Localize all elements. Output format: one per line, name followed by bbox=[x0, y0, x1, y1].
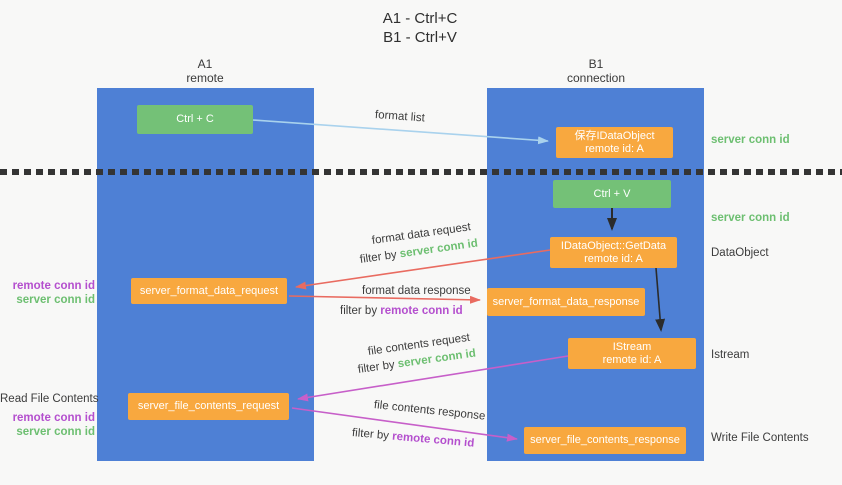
lifeline-b1-subtitle: connection bbox=[566, 71, 626, 85]
remote-conn-id-text: remote conn id bbox=[380, 305, 463, 317]
getdata-remote-id: remote id: A bbox=[584, 252, 643, 265]
file-request-node: server_file_contents_request bbox=[128, 393, 289, 420]
title-line-a1: A1 - Ctrl+C bbox=[382, 10, 458, 27]
ctrl-v-label: Ctrl + V bbox=[593, 187, 631, 200]
save-idataobject-title: 保存IDataObject bbox=[574, 129, 655, 142]
file-contents-response-label: file contents response bbox=[373, 399, 486, 423]
format-list-label: format list bbox=[374, 109, 426, 125]
filter-by-text: filter by bbox=[340, 305, 378, 317]
left-remote-conn-id-top: remote conn id bbox=[12, 280, 95, 292]
format-data-response-label: format data response bbox=[362, 285, 471, 297]
filter-by-text: filter by bbox=[359, 248, 398, 266]
left-remote-conn-id-bottom: remote conn id bbox=[12, 412, 95, 424]
istream-remote-id: remote id: A bbox=[602, 353, 662, 366]
file-response-label: server_file_contents_response bbox=[530, 434, 680, 446]
file-response-node: server_file_contents_response bbox=[524, 427, 686, 454]
ctrl-c-node: Ctrl + C bbox=[137, 105, 253, 134]
getdata-title: IDataObject::GetData bbox=[560, 239, 667, 252]
format-response-node: server_format_data_response bbox=[487, 288, 645, 316]
format-request-node: server_format_data_request bbox=[131, 278, 287, 304]
left-server-conn-id-top: server conn id bbox=[16, 294, 95, 306]
istream-node: IStream remote id: A bbox=[568, 338, 696, 369]
file-request-label: server_file_contents_request bbox=[137, 400, 280, 412]
left-server-conn-id-bottom: server conn id bbox=[16, 426, 95, 438]
ctrl-v-node: Ctrl + V bbox=[553, 180, 671, 208]
right-server-conn-id-mid: server conn id bbox=[711, 212, 790, 224]
save-idataobject-remote-id: remote id: A bbox=[585, 142, 644, 155]
read-file-contents-label: Read File Contents bbox=[0, 393, 99, 405]
dotted-divider bbox=[0, 169, 842, 175]
lifeline-header-a1: A1 remote bbox=[150, 57, 260, 85]
format-data-response-filter-label: filter by remote conn id bbox=[340, 304, 463, 318]
save-idataobject-node: 保存IDataObject remote id: A bbox=[556, 127, 673, 158]
remote-conn-id-text: remote conn id bbox=[391, 430, 475, 450]
write-file-contents-label: Write File Contents bbox=[711, 432, 809, 444]
istream-side-label: Istream bbox=[711, 349, 750, 361]
istream-title: IStream bbox=[612, 340, 652, 353]
format-request-label: server_format_data_request bbox=[139, 284, 279, 297]
filter-by-text: filter by bbox=[357, 358, 396, 376]
dataobject-label: DataObject bbox=[711, 247, 769, 259]
filter-by-text: filter by bbox=[351, 427, 390, 443]
getdata-node: IDataObject::GetData remote id: A bbox=[550, 237, 677, 268]
right-server-conn-id-top: server conn id bbox=[711, 134, 790, 146]
lifeline-a1-subtitle: remote bbox=[186, 71, 224, 85]
file-contents-response-filter-label: filter by remote conn id bbox=[351, 426, 474, 451]
lifeline-a1-name: A1 bbox=[197, 57, 213, 71]
ctrl-c-label: Ctrl + C bbox=[176, 113, 214, 125]
format-response-label: server_format_data_response bbox=[492, 295, 640, 308]
lifeline-b1-name: B1 bbox=[588, 57, 604, 71]
diagram-title: A1 - Ctrl+C B1 - Ctrl+V bbox=[320, 9, 520, 47]
lifeline-header-b1: B1 connection bbox=[541, 57, 651, 85]
title-line-b1: B1 - Ctrl+V bbox=[383, 29, 457, 46]
